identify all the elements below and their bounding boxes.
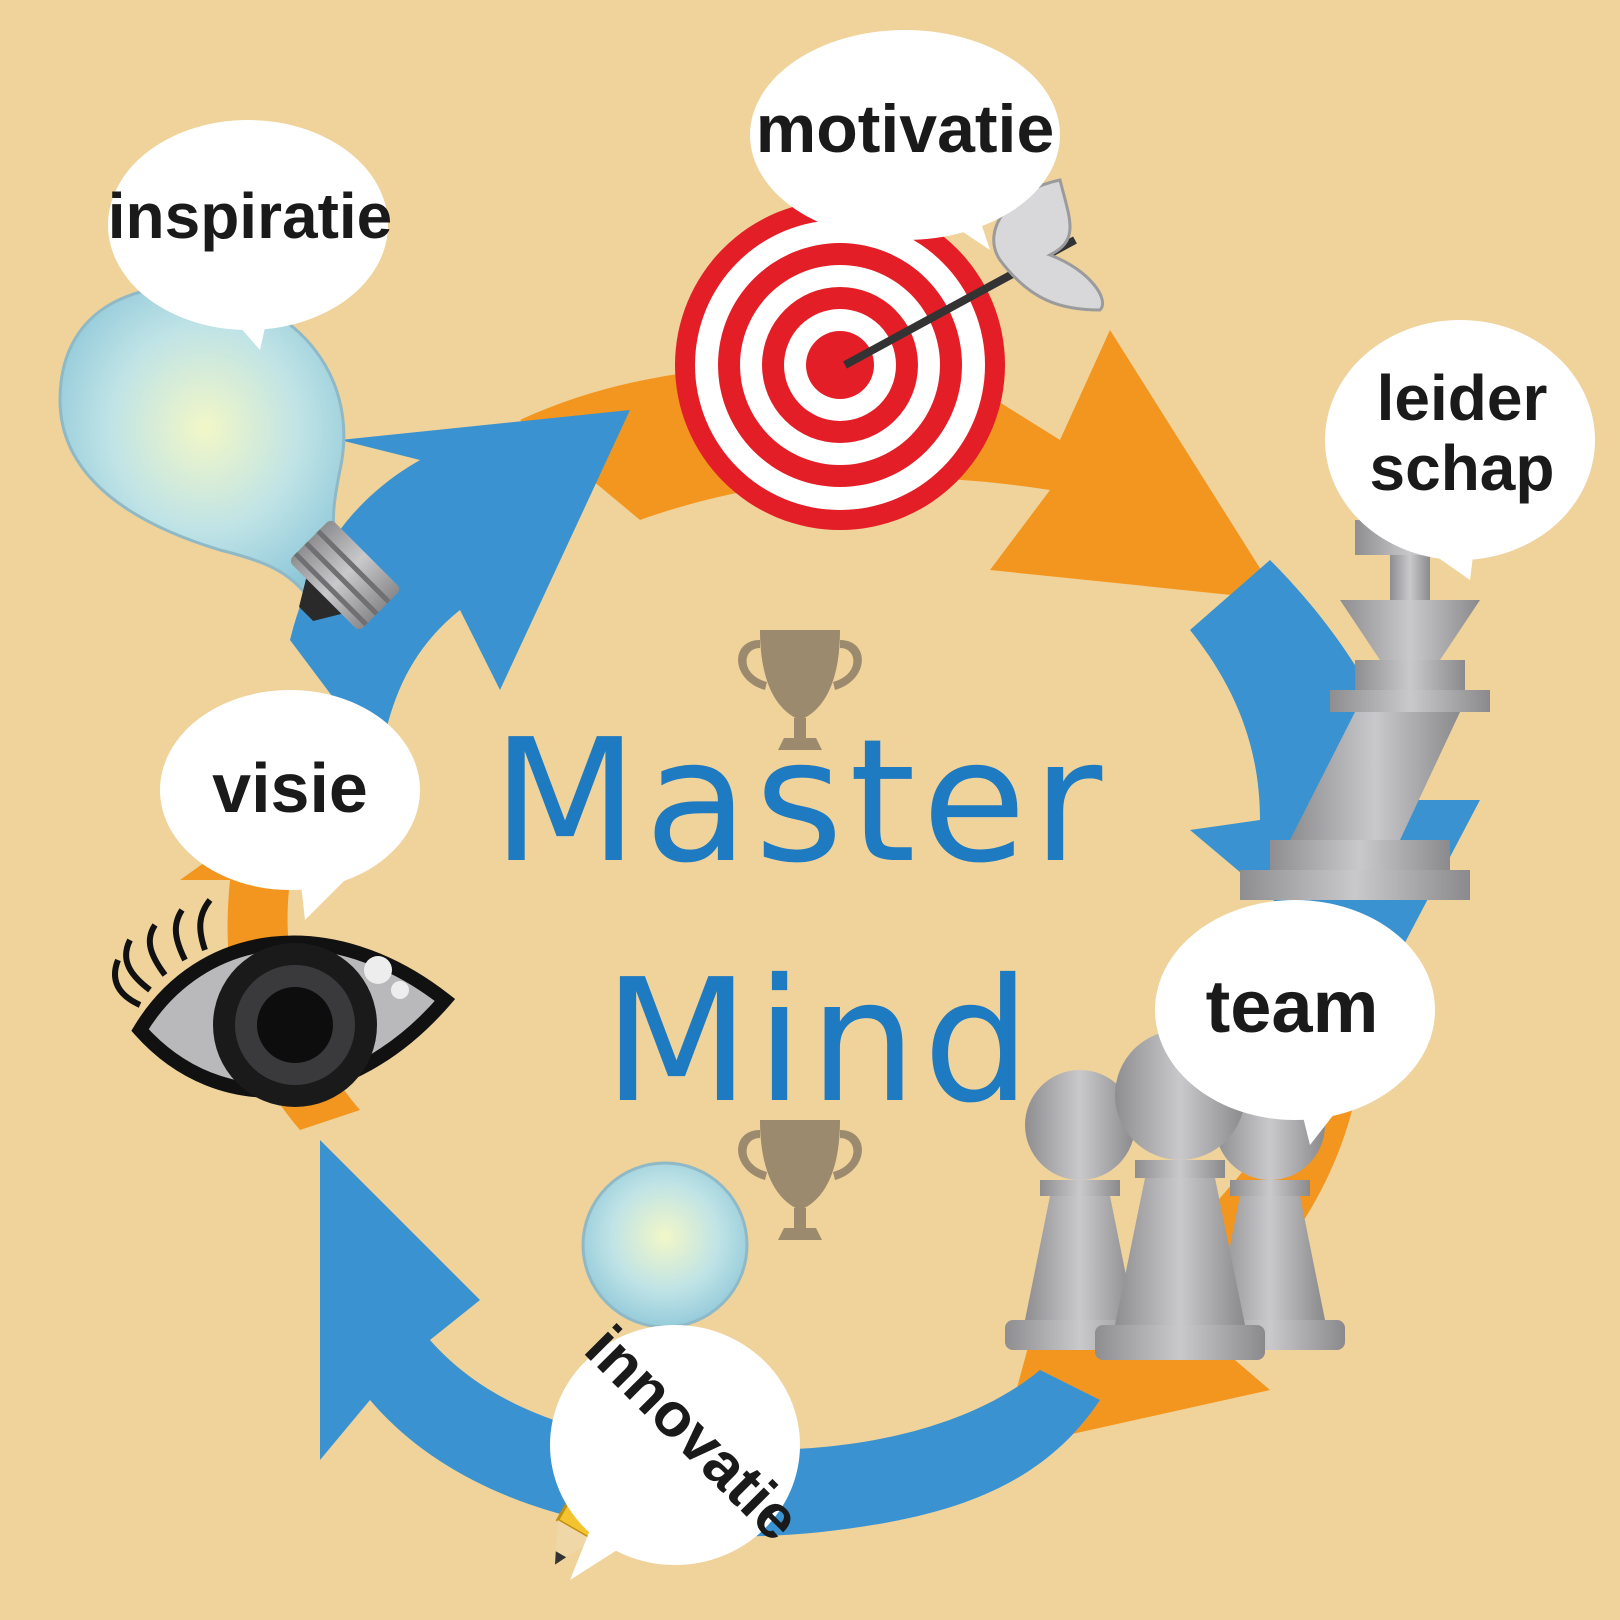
label-leiderschap-1: leider	[1377, 362, 1548, 434]
bubble-leiderschap: leider schap	[1325, 320, 1595, 580]
trophy-icon	[738, 630, 862, 750]
light-bulb-icon	[58, 286, 400, 630]
blue-arrow-bottom	[320, 1140, 1100, 1537]
target-icon	[675, 178, 1104, 530]
label-leiderschap-2: schap	[1370, 432, 1555, 504]
blue-arrow-top-left	[290, 410, 630, 760]
trophy-icon	[738, 1120, 862, 1240]
title-line-1: Master	[492, 703, 1109, 901]
title-line-2: Mind	[603, 943, 1037, 1141]
bubble-team: team	[1155, 900, 1435, 1145]
label-inspiratie: inspiratie	[108, 180, 393, 252]
small-bulb-icon	[581, 1161, 749, 1329]
label-team: team	[1206, 965, 1379, 1048]
label-visie: visie	[212, 749, 368, 827]
label-motivatie: motivatie	[756, 91, 1055, 167]
eye-icon	[111, 898, 456, 1107]
bubble-inspiratie: inspiratie	[108, 120, 393, 350]
bubble-motivatie: motivatie	[750, 30, 1060, 250]
bubble-visie: visie	[160, 690, 420, 920]
